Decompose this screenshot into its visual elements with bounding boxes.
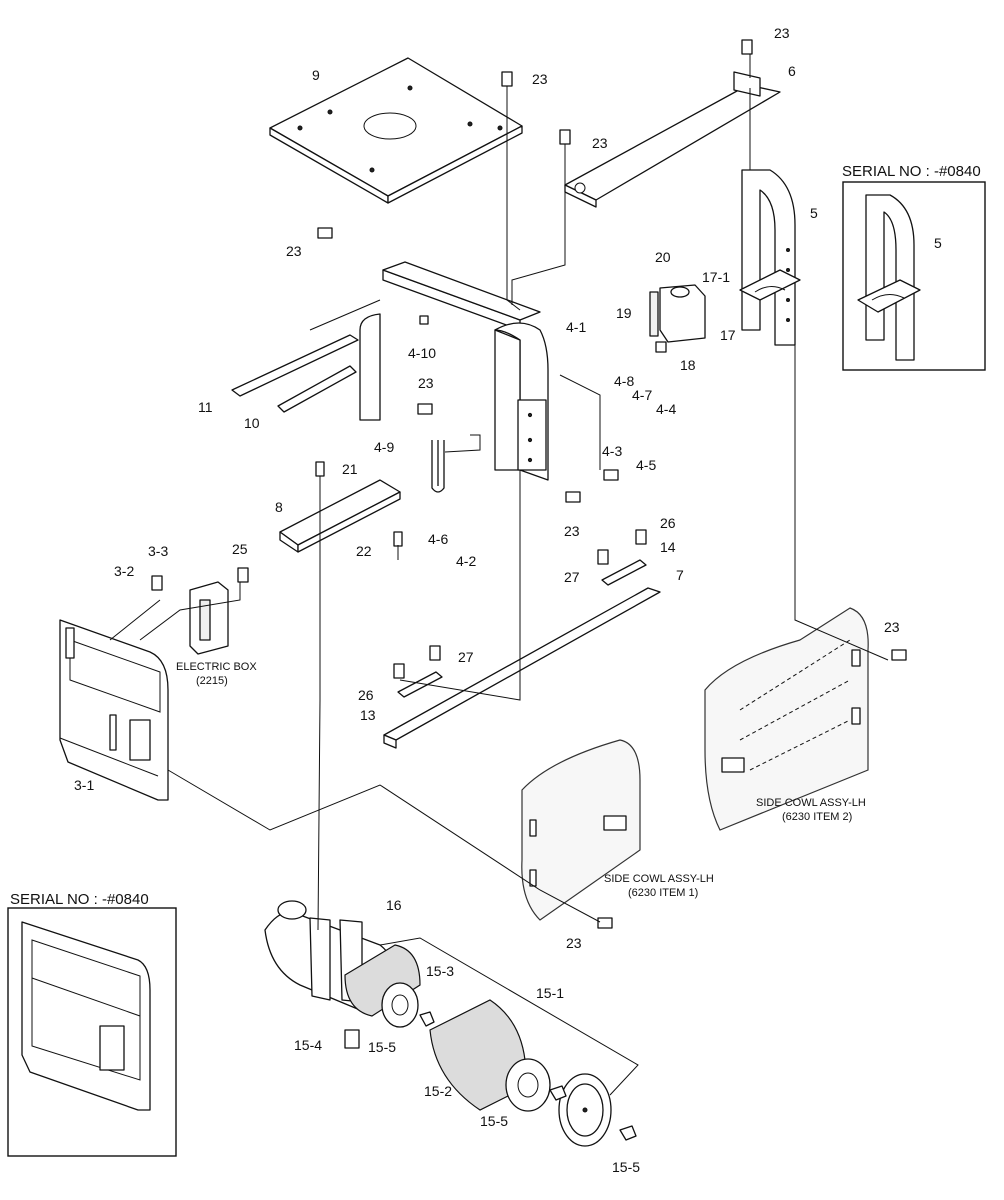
rails-10-11 bbox=[231, 334, 359, 413]
callout-4-9: 4-9 bbox=[374, 439, 394, 455]
cowl-right-ref: (6230 ITEM 2) bbox=[782, 811, 852, 823]
callout-13: 13 bbox=[360, 707, 376, 723]
callout-4-7: 4-7 bbox=[632, 387, 652, 403]
reservoir-17 bbox=[649, 284, 706, 343]
callout-27a: 27 bbox=[564, 569, 580, 585]
callout-17-1: 17-1 bbox=[702, 269, 730, 285]
callout-23e: 23 bbox=[418, 375, 434, 391]
callout-22: 22 bbox=[356, 543, 372, 559]
callout-8: 8 bbox=[275, 499, 283, 515]
cowl-left-ref: (6230 ITEM 1) bbox=[628, 887, 698, 899]
wing-nuts-15-5 bbox=[419, 1011, 637, 1141]
callout-3-3: 3-3 bbox=[148, 543, 168, 559]
element-15-4 bbox=[344, 1029, 360, 1049]
inset-right-title: SERIAL NO : -#0840 bbox=[842, 163, 981, 180]
callout-15-4: 15-4 bbox=[294, 1037, 322, 1053]
catch-14 bbox=[601, 559, 647, 586]
callout-15-1: 15-1 bbox=[536, 985, 564, 1001]
callout-25: 25 bbox=[232, 541, 248, 557]
inset-right-callout: 5 bbox=[934, 235, 942, 251]
filter-15-3 bbox=[344, 944, 421, 1028]
callout-20: 20 bbox=[655, 249, 671, 265]
crossbar-6 bbox=[564, 71, 781, 208]
callout-23a: 23 bbox=[774, 25, 790, 41]
callout-4-3: 4-3 bbox=[602, 443, 622, 459]
long-bar-7 bbox=[383, 587, 661, 749]
electric-box-ref: (2215) bbox=[196, 675, 228, 687]
callout-10: 10 bbox=[244, 415, 260, 431]
callout-15-5a: 15-5 bbox=[368, 1039, 396, 1055]
main-frame-4-1 bbox=[309, 261, 549, 481]
inset-right: SERIAL NO : -#0840 5 bbox=[842, 163, 986, 371]
top-plate-9 bbox=[269, 57, 523, 204]
callout-23d: 23 bbox=[286, 243, 302, 259]
cowl-right-title: SIDE COWL ASSY-LH bbox=[756, 797, 866, 809]
callout-3-1a: 3-1 bbox=[74, 777, 94, 793]
side-cowl-left bbox=[521, 739, 641, 921]
callout-labels: 23 6 9 23 23 5 23 20 17-1 19 17 18 4-1 4… bbox=[74, 25, 900, 1175]
callout-16: 16 bbox=[386, 897, 402, 913]
callout-26b: 26 bbox=[358, 687, 374, 703]
callout-11: 11 bbox=[198, 399, 213, 415]
callout-23h: 23 bbox=[566, 935, 582, 951]
bolts bbox=[151, 39, 907, 929]
callout-15-2: 15-2 bbox=[424, 1083, 452, 1099]
callout-23c: 23 bbox=[592, 135, 608, 151]
filter-15-2 bbox=[429, 999, 551, 1112]
callout-14: 14 bbox=[660, 539, 676, 555]
inset-left-title: SERIAL NO : -#0840 bbox=[10, 891, 149, 908]
panel-3-1 bbox=[59, 619, 169, 801]
callout-9: 9 bbox=[312, 67, 320, 83]
callout-7: 7 bbox=[676, 567, 684, 583]
callout-15-5b: 15-5 bbox=[480, 1113, 508, 1129]
callout-15-3: 15-3 bbox=[426, 963, 454, 979]
assembly-lines bbox=[109, 54, 889, 1096]
callout-26a: 26 bbox=[660, 515, 676, 531]
callout-19: 19 bbox=[616, 305, 632, 321]
callout-3-2: 3-2 bbox=[114, 563, 134, 579]
tray-8 bbox=[279, 479, 401, 553]
cover-15 bbox=[558, 1073, 612, 1147]
callout-21: 21 bbox=[342, 461, 358, 477]
callout-6: 6 bbox=[788, 63, 796, 79]
callout-23g: 23 bbox=[884, 619, 900, 635]
cowl-left-title: SIDE COWL ASSY-LH bbox=[604, 873, 714, 885]
callout-23b: 23 bbox=[532, 71, 548, 87]
side-bracket-5 bbox=[739, 169, 801, 346]
u-bolt-4-9 bbox=[431, 440, 445, 493]
callout-27b: 27 bbox=[458, 649, 474, 665]
callout-17: 17 bbox=[720, 327, 736, 343]
inset-left: SERIAL NO : -#0840 bbox=[7, 891, 177, 1157]
callout-18: 18 bbox=[680, 357, 696, 373]
catch-13 bbox=[397, 671, 443, 698]
side-cowl-right bbox=[704, 607, 869, 831]
callout-4-5: 4-5 bbox=[636, 457, 656, 473]
callout-5: 5 bbox=[810, 205, 818, 221]
electric-box-title: ELECTRIC BOX bbox=[176, 661, 257, 673]
callout-4-1: 4-1 bbox=[566, 319, 586, 335]
callout-23f: 23 bbox=[564, 523, 580, 539]
electric-box-body bbox=[189, 581, 229, 655]
callout-4-10: 4-10 bbox=[408, 345, 436, 361]
callout-4-6: 4-6 bbox=[428, 531, 448, 547]
callout-4-2: 4-2 bbox=[456, 553, 476, 569]
callout-4-8: 4-8 bbox=[614, 373, 634, 389]
callout-15-5c: 15-5 bbox=[612, 1159, 640, 1175]
callout-4-4: 4-4 bbox=[656, 401, 676, 417]
